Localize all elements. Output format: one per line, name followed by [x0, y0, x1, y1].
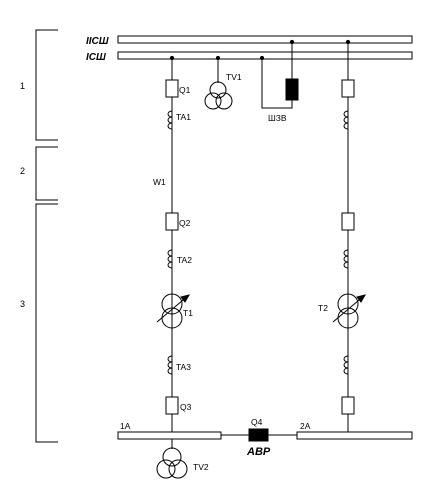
w1-label: W1 [153, 177, 166, 187]
busbar-1-label: ICШ [86, 52, 106, 63]
section-label-2: 2 [20, 166, 25, 176]
section-bus-1a [117, 431, 222, 440]
breaker-q3 [165, 396, 179, 415]
current-transformer-right-3 [343, 355, 349, 375]
busbar-2-label: IICШ [86, 36, 109, 47]
current-transformer-right-2 [343, 249, 349, 269]
junction-dots [169, 39, 351, 440]
current-transformer-ta3 [167, 355, 173, 375]
shzv-label: ШЗВ [268, 113, 287, 123]
tv1-winding-top [209, 81, 227, 99]
breaker-right-1 [341, 79, 355, 98]
breaker-right-2 [341, 212, 355, 231]
sectional-breaker-q4 [248, 428, 269, 442]
busbar-2 [117, 35, 413, 44]
section-bus-2a [296, 431, 413, 440]
bracket-section-2 [35, 146, 58, 201]
shzv-breaker-closed [285, 78, 299, 101]
section-brackets: 1 2 3 [20, 29, 58, 443]
t2-label: T2 [318, 303, 328, 313]
t1-label: T1 [183, 308, 193, 318]
tv2-winding-top [162, 447, 182, 467]
section-busbars: 1A 2A Q4 АВР [117, 417, 413, 458]
current-transformer-ta1 [167, 110, 173, 130]
current-transformer-right-1 [343, 110, 349, 130]
section-label-1: 1 [20, 81, 25, 91]
q4-label: Q4 [251, 417, 263, 427]
bracket-section-3 [35, 203, 58, 443]
ta3-label: TA3 [176, 362, 191, 372]
voltage-transformer-tv2: TV2 [156, 439, 209, 479]
tv2-label: TV2 [193, 462, 209, 472]
q1-label: Q1 [179, 85, 191, 95]
tv1-label: TV1 [226, 72, 242, 82]
tv2-winding-left [156, 459, 176, 479]
section-label-3: 3 [20, 299, 25, 309]
ta2-label: TA2 [177, 255, 192, 265]
tv1-winding-right [215, 92, 233, 110]
feeder-left: Q1 TA1 W1 Q2 TA2 T1 TA3 Q3 [153, 58, 193, 437]
t1-winding-upper [161, 293, 183, 315]
q3-label: Q3 [180, 402, 192, 412]
bracket-section-1 [35, 29, 58, 141]
avr-label: АВР [246, 446, 271, 458]
sec-1a-label: 1A [120, 421, 131, 431]
tv2-winding-right [168, 459, 188, 479]
breaker-q1 [165, 79, 179, 98]
t2-winding-upper [337, 293, 359, 315]
busbar-1 [117, 51, 413, 60]
breaker-q2 [165, 212, 179, 231]
bus-coupler-shzv: ШЗВ [261, 42, 299, 123]
sec-2a-label: 2A [300, 421, 311, 431]
tv1-winding-left [204, 92, 222, 110]
voltage-transformer-tv1: TV1 [204, 58, 242, 110]
breaker-right-3 [341, 396, 355, 415]
feeder-right: T2 [318, 42, 367, 437]
q2-label: Q2 [179, 218, 191, 228]
busbars: IICШ ICШ [86, 35, 413, 63]
ta1-label: TA1 [176, 112, 191, 122]
current-transformer-ta2 [167, 249, 173, 269]
